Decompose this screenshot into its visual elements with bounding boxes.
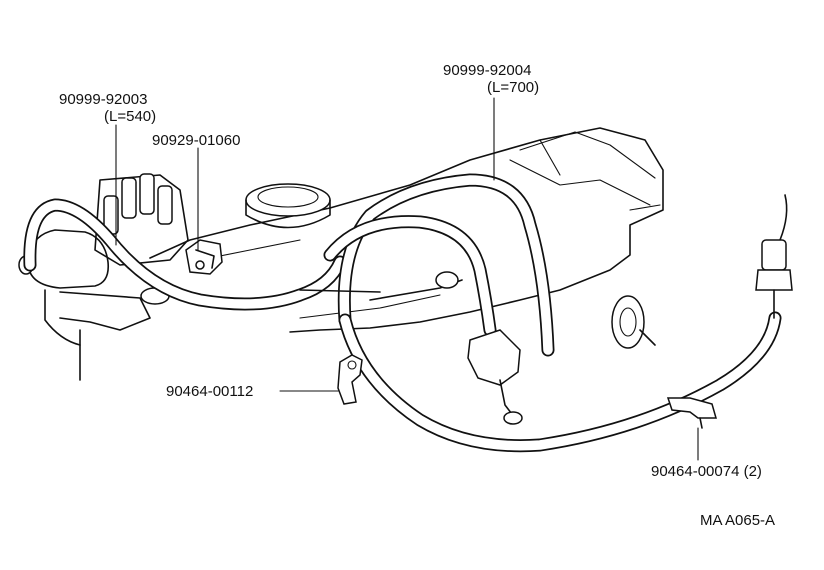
center-fitting xyxy=(299,271,463,301)
engine-block xyxy=(149,127,664,333)
vacuum-valve xyxy=(467,329,523,425)
diagram-code: MA A065-A xyxy=(700,512,776,529)
diaphragm xyxy=(611,295,656,349)
part-label-90999-92004: 90999-92004 xyxy=(443,62,532,79)
vacuum-switch xyxy=(755,194,793,319)
hose-90999-92003 xyxy=(23,198,347,311)
leader-lines xyxy=(115,97,699,461)
part-label-90464-00074: 90464-00074 (2) xyxy=(651,463,762,480)
part-detail-90999-92004: (L=700) xyxy=(487,79,540,96)
part-label-90929-01060: 90929-01060 xyxy=(152,132,241,149)
part-label-90999-92003: 90999-92003 xyxy=(59,91,148,108)
clip-90464-00074 xyxy=(666,397,717,429)
clip-90464-00112 xyxy=(337,354,363,405)
clip-90929-01060 xyxy=(185,239,223,275)
part-label-90464-00112: 90464-00112 xyxy=(166,383,254,400)
breather-cap xyxy=(245,183,331,229)
part-detail-90999-92003: (L=540) xyxy=(104,108,157,125)
hose-90999-92004 xyxy=(323,173,782,453)
